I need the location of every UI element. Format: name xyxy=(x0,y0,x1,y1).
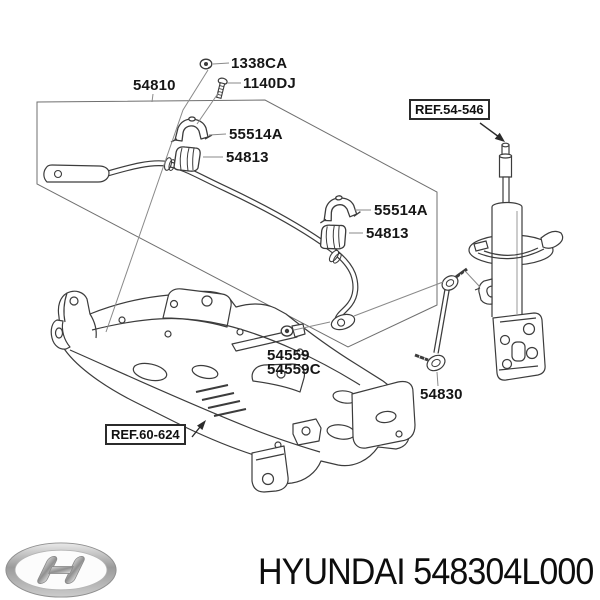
callout-1140dj: 1140DJ xyxy=(243,75,296,92)
callout-54830: 54830 xyxy=(420,386,463,403)
leader-lines xyxy=(105,62,481,387)
subframe-bottom-foot xyxy=(251,445,289,493)
callout-55514a-right: 55514A xyxy=(374,202,428,219)
part-number-text: 548304L000 xyxy=(413,551,594,592)
callout-1338ca: 1338CA xyxy=(231,55,288,72)
bar-bushing-right xyxy=(318,223,348,251)
bar-left-paddle xyxy=(43,164,110,183)
nut-54559-icon xyxy=(280,325,294,337)
link-upper-ball xyxy=(441,275,459,291)
strut-drawing xyxy=(468,142,564,381)
stabilizer-link-drawing xyxy=(414,267,468,372)
strut-lower-bracket xyxy=(492,312,546,381)
callout-54813-right: 54813 xyxy=(366,225,409,242)
strut-mid-bracket xyxy=(478,278,493,305)
footer-part-title: HYUNDAI 548304L000 xyxy=(258,551,594,593)
bar-left-hole xyxy=(53,169,63,179)
crossmember-drawing xyxy=(50,288,416,493)
nut-1338ca-icon xyxy=(199,58,213,70)
brand-text: HYUNDAI xyxy=(258,551,406,592)
bar-stop-ring-left xyxy=(163,157,176,171)
callout-54559: 54559 xyxy=(267,347,310,364)
bar-bracket-left xyxy=(170,116,213,143)
strut-body xyxy=(491,201,523,317)
callout-54813-left: 54813 xyxy=(226,149,269,166)
ref-label-54-546: REF.54-546 xyxy=(409,99,490,120)
bar-bracket-right xyxy=(317,193,362,224)
ref-label-60-624: REF.60-624 xyxy=(105,424,186,445)
link-lower-ball xyxy=(426,354,446,372)
bolt-1140dj-icon xyxy=(215,77,228,99)
assembly-outline-box xyxy=(36,99,438,348)
bar-stop-ring-right xyxy=(328,249,342,264)
subframe-center-mount xyxy=(251,363,306,393)
hyundai-logo xyxy=(2,541,120,599)
spring-seat-wing xyxy=(540,230,564,249)
hyundai-h-glyph xyxy=(37,556,85,584)
callout-54559c: 54559C xyxy=(267,361,321,378)
bar-right-eyelet xyxy=(330,313,356,331)
ref-arrows xyxy=(191,122,505,438)
callout-54810: 54810 xyxy=(133,77,176,94)
subframe-top-plate xyxy=(162,288,232,328)
callout-55514a-left: 55514A xyxy=(229,126,283,143)
bar-bushing-left xyxy=(173,146,201,172)
